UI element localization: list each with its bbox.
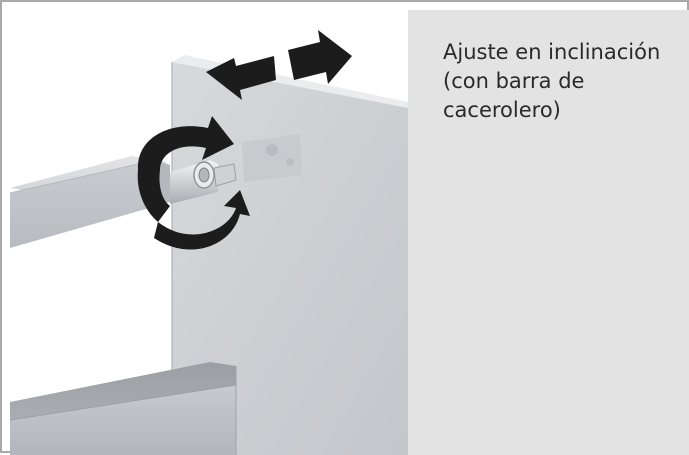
rotation-arrows-icon bbox=[137, 116, 250, 250]
drawer-tilt-illustration bbox=[10, 10, 408, 455]
illustration-panel bbox=[10, 10, 408, 455]
caption-panel: Ajuste en inclinación (con barra de cace… bbox=[408, 10, 689, 455]
adjustment-connector bbox=[170, 160, 237, 204]
lower-rail bbox=[10, 362, 237, 455]
left-right-arrow-icon bbox=[206, 30, 352, 100]
caption-text: Ajuste en inclinación (con barra de cace… bbox=[443, 40, 661, 122]
